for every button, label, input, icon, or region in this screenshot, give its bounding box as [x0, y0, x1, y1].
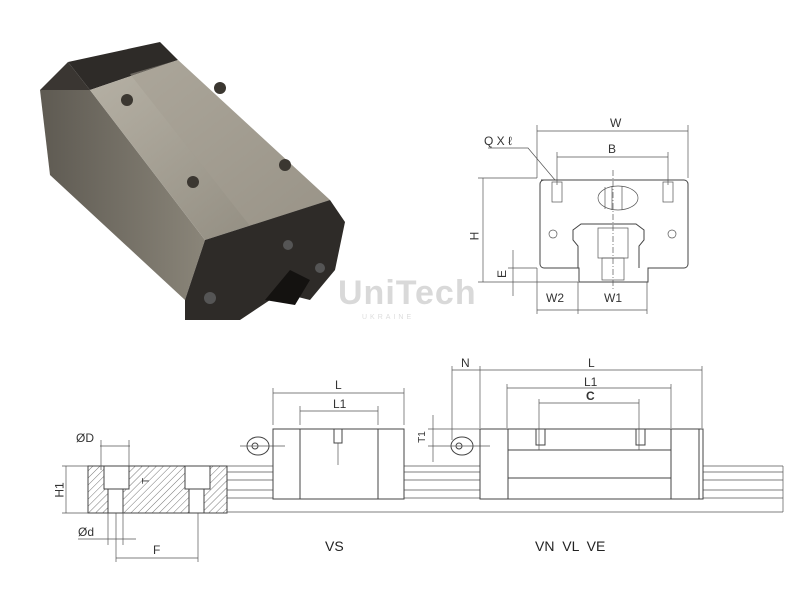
watermark-logo: UniTech	[338, 274, 477, 312]
dim-label-h1: H1	[52, 482, 67, 498]
vn-dim-label-t1: T1	[416, 431, 428, 443]
vs-block	[246, 428, 405, 500]
dim-label-w: W	[610, 116, 622, 130]
dim-label-w2: W2	[546, 291, 564, 305]
vn-dim-label-l1: L1	[584, 375, 598, 389]
vs-caption: VS	[325, 538, 344, 554]
vn-caption: VN VL VE	[535, 538, 606, 554]
vn-block	[450, 428, 704, 500]
dim-label-f: F	[153, 543, 161, 557]
dim-label-t: T	[141, 477, 153, 485]
vn-dim-label-l: L	[588, 356, 595, 370]
dim-label-od: ØD	[76, 431, 94, 445]
vs-dim-label-l1: L1	[333, 397, 347, 411]
rail-section	[87, 465, 228, 514]
watermark-subtitle: UKRAINE	[362, 314, 415, 321]
dim-label-q: Q X ℓ	[484, 134, 512, 148]
vs-dim-label-l: L	[335, 378, 342, 392]
vn-dim-label-c: C	[586, 389, 595, 403]
dim-label-d: Ød	[78, 525, 95, 539]
vn-dim-label-n: N	[461, 356, 470, 370]
dim-label-w1: W1	[604, 291, 622, 305]
dim-label-b: B	[608, 142, 617, 156]
